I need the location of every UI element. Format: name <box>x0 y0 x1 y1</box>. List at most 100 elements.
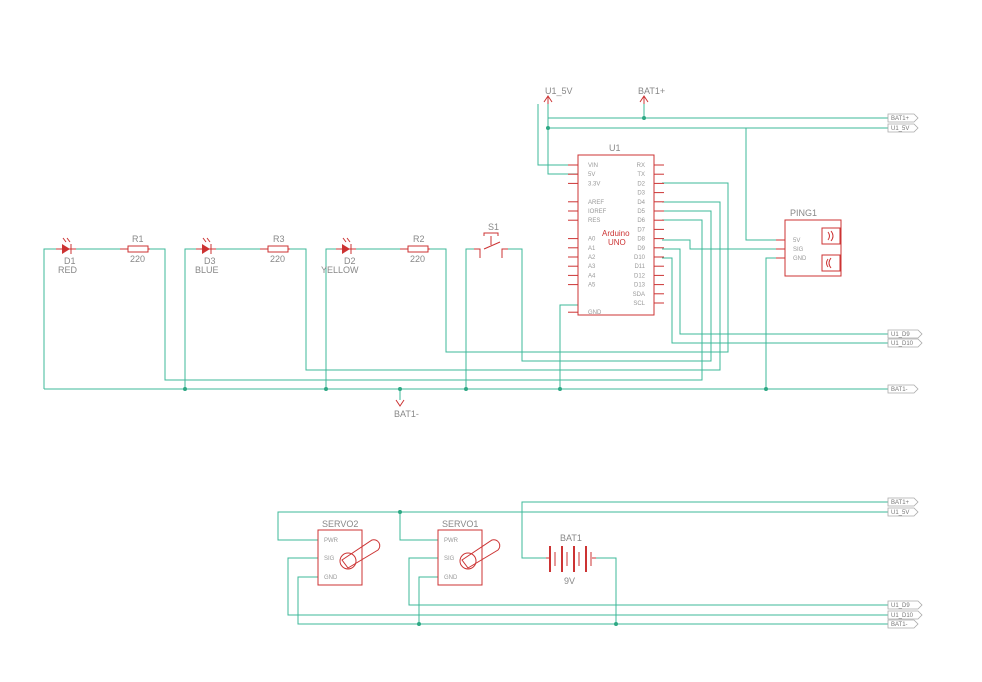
net-ports: BAT1+ U1_5V U1_D9 U1_D10 BAT1- BAT1+ U1_… <box>887 113 923 629</box>
resistor-value: 220 <box>130 254 145 264</box>
resistor-value: 220 <box>270 254 285 264</box>
wire-bottom-gnd <box>297 576 888 625</box>
servo-horn-icon <box>341 539 381 569</box>
junction-dot <box>398 510 402 514</box>
svg-text:BAT1+: BAT1+ <box>891 500 910 506</box>
port-bottom-u1-d10[interactable]: U1_D10 <box>887 610 923 620</box>
ping-pin-label: GND <box>793 256 807 262</box>
junction-dot <box>558 387 562 391</box>
port-mid-u1-d9[interactable]: U1_D9 <box>887 329 923 339</box>
battery-bat1: BAT1 9V <box>546 533 596 586</box>
port-top-bat-plus[interactable]: BAT1+ <box>887 113 919 123</box>
led-ref: D3 <box>204 256 216 266</box>
svg-text:U1_D9: U1_D9 <box>891 603 910 609</box>
arduino-pin-label: D10 <box>634 255 646 261</box>
arduino-pin-label: A3 <box>588 264 596 270</box>
junction-dot <box>183 387 187 391</box>
wire-d2 <box>430 182 729 353</box>
led-color: BLUE <box>195 265 219 275</box>
resistor-ref: R2 <box>413 234 425 244</box>
switch-s1: S1 <box>474 222 508 258</box>
wire-d1-gnd <box>43 248 56 389</box>
led-ref: D2 <box>344 256 356 266</box>
port-bottom-bat-plus[interactable]: BAT1+ <box>887 497 919 507</box>
arduino-pin-label: A0 <box>588 237 596 243</box>
wire-servo1-gnd <box>418 576 438 624</box>
junction-dot <box>464 387 468 391</box>
arduino-pin-label: D12 <box>634 273 646 279</box>
led-color: YELLOW <box>321 265 359 275</box>
arduino-pin-label: A1 <box>588 246 596 252</box>
resistor-ref: R3 <box>273 234 285 244</box>
port-mid-u1-d10[interactable]: U1_D10 <box>887 338 923 348</box>
port-bottom-u1-5v[interactable]: U1_5V <box>887 507 919 517</box>
sound-wave-icon <box>827 230 834 242</box>
junction-dot <box>546 126 550 130</box>
arduino-pin-label: A4 <box>588 273 596 279</box>
arduino-pin-label: A2 <box>588 255 596 261</box>
wire-bottom-d10 <box>287 557 888 616</box>
arduino-ref: U1 <box>609 143 621 153</box>
wire-bat-neg <box>596 557 617 624</box>
arduino-pin-label: 5V <box>588 172 595 178</box>
wire-d2-gnd <box>325 248 336 389</box>
port-gnd-bat-minus[interactable]: BAT1- <box>887 384 919 394</box>
svg-text:U1_5V: U1_5V <box>891 510 909 516</box>
arduino-pin-label: D6 <box>637 218 645 224</box>
svg-text:BAT1-: BAT1- <box>891 387 908 393</box>
wire-5v-to-vin <box>537 104 578 166</box>
wire-d5 <box>508 210 712 362</box>
wire-batplus-to-5v <box>547 118 578 175</box>
battery-ref: BAT1 <box>560 533 582 543</box>
wire-bottom-d9 <box>408 557 888 606</box>
led-color: RED <box>58 265 78 275</box>
arduino-pin-label: A5 <box>588 283 596 289</box>
wires <box>43 104 888 625</box>
arduino-pin-label: D5 <box>637 209 645 215</box>
battery-value: 9V <box>564 576 575 586</box>
arduino-pin-label: SCL <box>633 301 645 307</box>
svg-text:U1_5V: U1_5V <box>891 126 909 132</box>
arduino-pin-label: D9 <box>637 246 645 252</box>
junction-dot <box>614 622 618 626</box>
port-bottom-bat-minus[interactable]: BAT1- <box>887 619 919 629</box>
led-d3: D3 BLUE <box>195 237 219 275</box>
servo-pin-label: PWR <box>324 538 339 544</box>
arduino-pin-label: D11 <box>634 264 645 270</box>
servo-ref: SERVO1 <box>442 519 478 529</box>
switch-ref: S1 <box>488 222 499 232</box>
servo-pin-label: PWR <box>444 538 459 544</box>
arduino-pin-label: IOREF <box>588 209 607 215</box>
arduino-name: UNO <box>608 238 626 247</box>
servo-ref: SERVO2 <box>322 519 358 529</box>
servo-hub-icon <box>339 552 357 570</box>
supply-u1-5v: U1_5V <box>543 86 573 118</box>
servo-pin-label: SIG <box>444 556 455 562</box>
resistor-r2: R2 220 <box>400 234 430 264</box>
supply-bat-minus: BAT1- <box>394 399 419 419</box>
junction-dot <box>417 622 421 626</box>
wire-5v-to-ping <box>745 128 785 241</box>
ping-pin-label: 5V <box>793 238 800 244</box>
arduino-pin-label: RES <box>588 218 600 224</box>
servo-pin-label: SIG <box>324 556 335 562</box>
led-d2: D2 YELLOW <box>321 237 359 275</box>
led-ref: D1 <box>64 256 76 266</box>
wire-s1-gnd <box>465 248 474 389</box>
wire-5v-servo1 <box>399 512 438 541</box>
supply-label: BAT1+ <box>638 86 665 96</box>
wire-d4 <box>290 201 721 371</box>
servo-horn-icon <box>461 539 501 569</box>
arduino-pin-label: VIN <box>588 163 598 169</box>
junctions <box>183 116 768 626</box>
port-bottom-u1-d9[interactable]: U1_D9 <box>887 600 923 610</box>
wire-d9-port <box>662 248 888 335</box>
arduino-pin-label: AREF <box>588 200 604 206</box>
junction-dot <box>764 387 768 391</box>
arduino-pin-label: 3.3V <box>588 181 600 187</box>
arduino-name: Arduino <box>602 229 630 238</box>
port-top-u1-5v[interactable]: U1_5V <box>887 123 919 133</box>
